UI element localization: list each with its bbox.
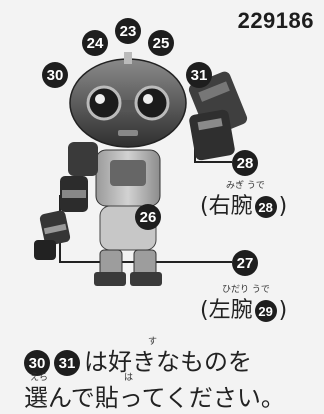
note-line2-ruby-b: は [124,373,134,383]
badge-26: 26 [135,204,161,230]
left-arm-close: ) [278,298,288,323]
badge-30: 30 [42,62,68,88]
body-shape [94,149,162,286]
badge-31: 31 [186,62,212,88]
right-arm-label: 右腕 [208,194,253,219]
note-line2: 選んで貼ってください。 [24,384,285,412]
left-arm-open: ( [200,298,209,323]
right-arm-ruby: みぎ うで [226,181,265,191]
right-arm-badge: 28 [254,196,277,218]
note-line1-ruby: す [148,337,158,347]
right-arm-open: ( [200,194,209,219]
badge-27: 27 [232,250,258,276]
note-badge-31: 31 [54,350,80,376]
left-arm-label: 左腕 [208,298,253,323]
badge-23: 23 [115,18,141,44]
badge-25: 25 [148,30,174,56]
head-shape [69,52,187,148]
product-code: 229186 [237,8,314,33]
note-line2-ruby-a: えら [30,373,49,383]
left-arm-ruby: ひだり うで [222,285,270,295]
note-badge-30: 30 [24,350,50,376]
right-arm-shape [188,71,248,161]
badge-28: 28 [232,150,258,176]
note-line1-text: は好きなものを [84,348,252,376]
left-arm-shape [34,142,98,260]
badge-24: 24 [82,30,108,56]
right-arm-close: ) [278,194,288,219]
left-arm-badge: 29 [254,300,277,322]
